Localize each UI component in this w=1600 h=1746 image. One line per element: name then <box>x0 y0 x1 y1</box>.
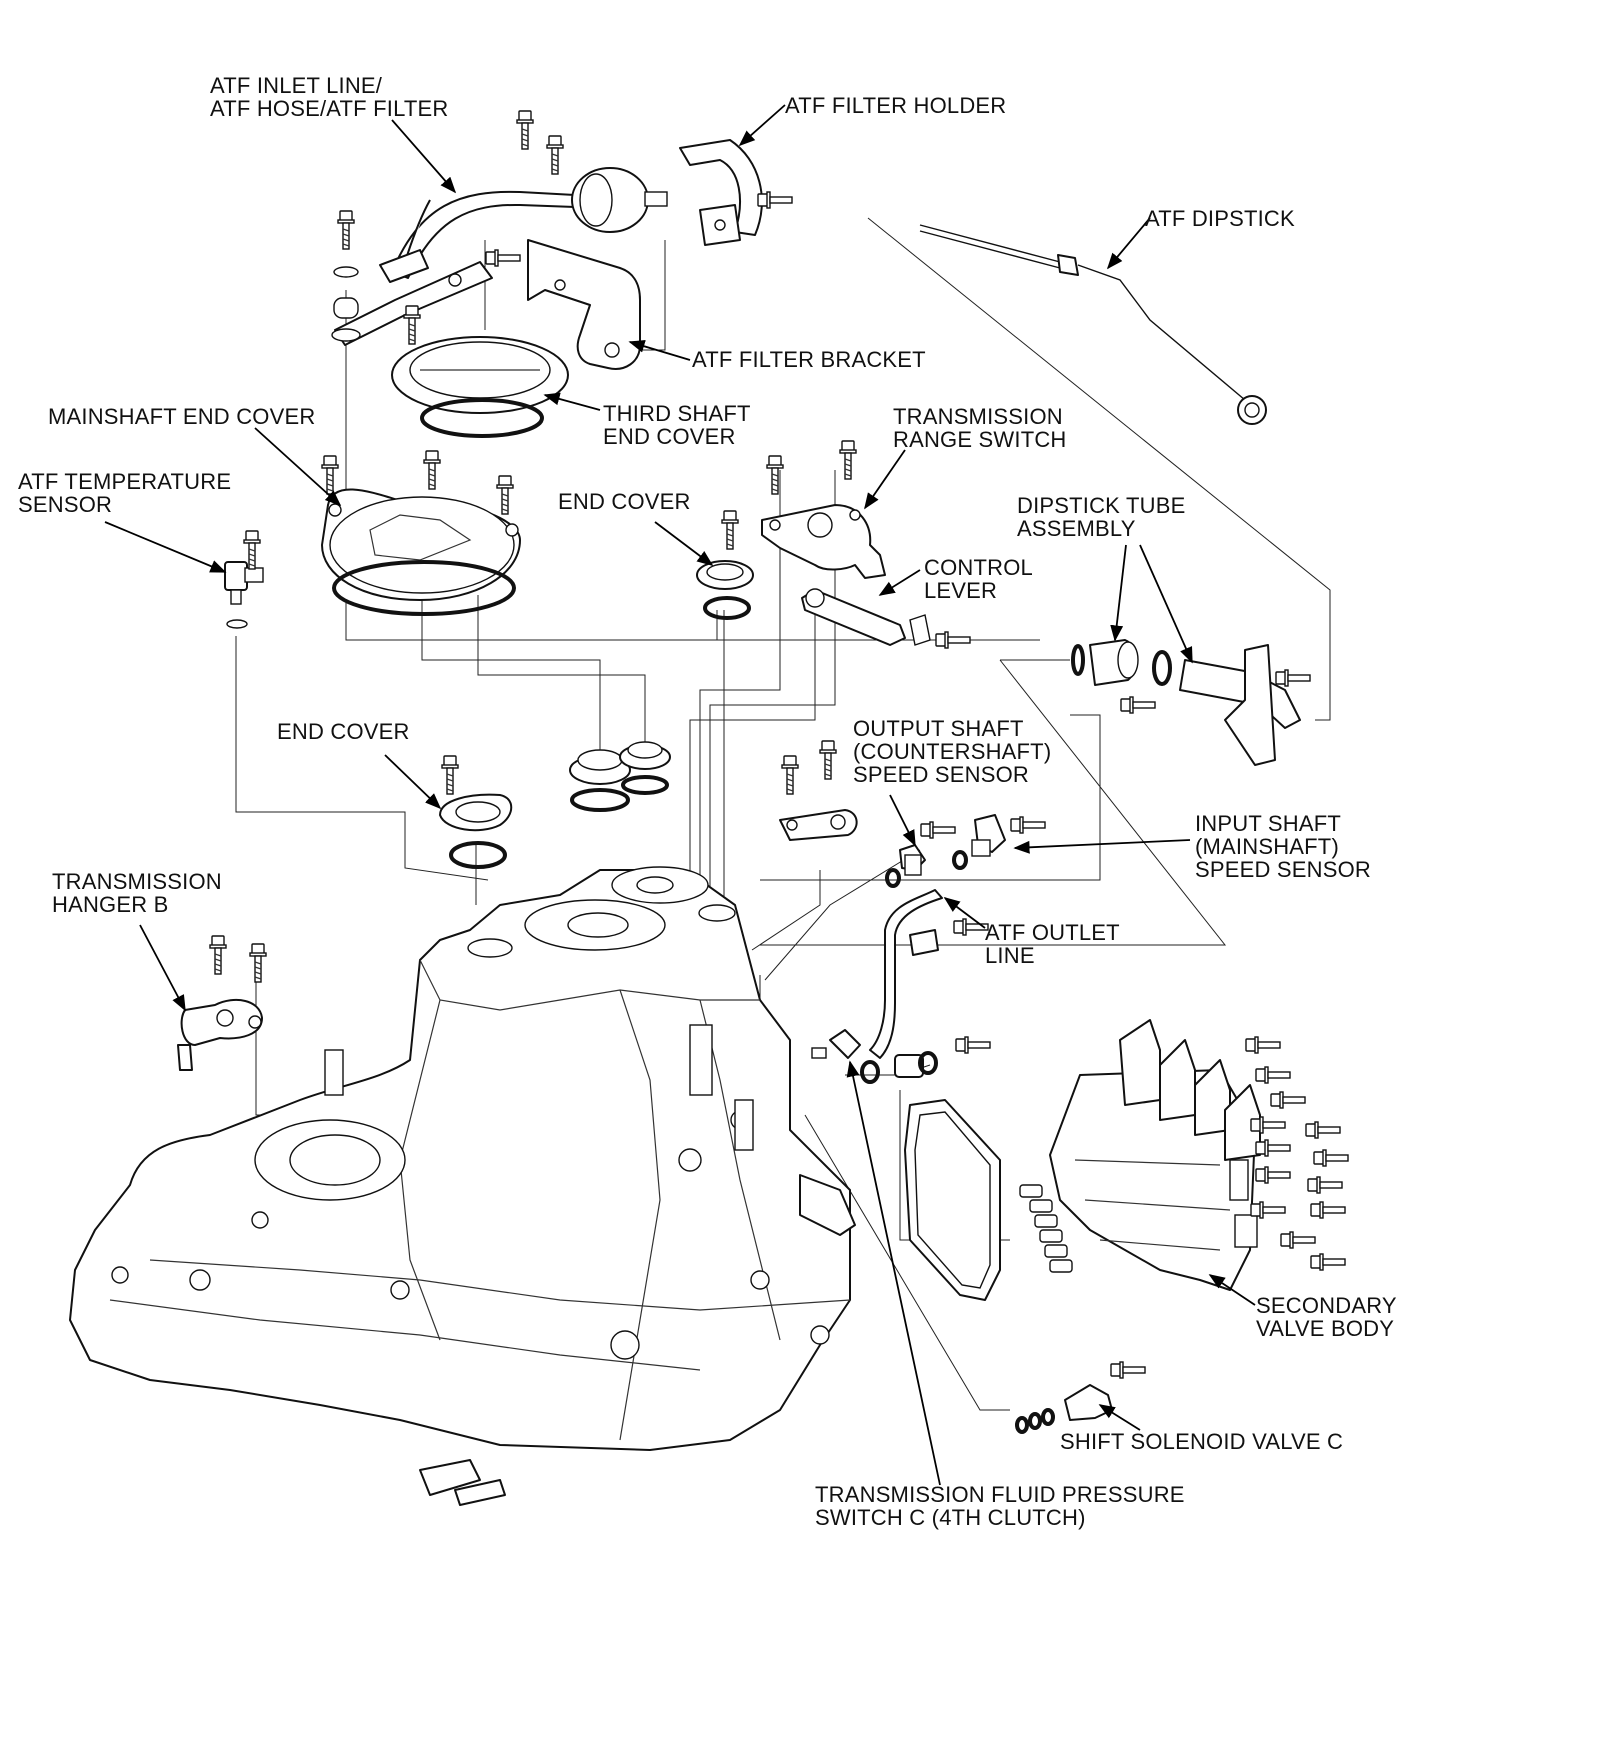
label-atf-filter-bracket: ATF FILTER BRACKET <box>692 347 926 372</box>
atf-filter-holder-part <box>679 139 763 246</box>
atf-inlet-line-part <box>334 167 668 346</box>
bolt-icon <box>819 740 837 780</box>
bolt-icon <box>1255 1066 1291 1084</box>
label-end-cover-upper: END COVER <box>558 489 691 514</box>
label-end-cover-lower: END COVER <box>277 719 410 744</box>
bolt-icon <box>1255 1139 1291 1157</box>
bolt-icon <box>1255 1166 1291 1184</box>
secondary-valve-body-part <box>1049 1019 1261 1291</box>
bolt-icon <box>757 191 793 209</box>
label-control-lever: CONTROL LEVER <box>924 555 1033 603</box>
atf-temperature-sensor-part <box>224 561 264 629</box>
bolt-icon <box>1313 1149 1349 1167</box>
bolt-icon <box>403 305 421 345</box>
bolt-icon <box>721 510 739 550</box>
bolt-icon <box>839 440 857 480</box>
shift-solenoid-valve-c-part <box>1015 1384 1113 1434</box>
label-atf-filter-holder: ATF FILTER HOLDER <box>785 93 1007 118</box>
label-atf-inlet-line: ATF INLET LINE/ ATF HOSE/ATF FILTER <box>210 73 449 121</box>
bolt-icon <box>1307 1176 1343 1194</box>
label-mainshaft-end-cover: MAINSHAFT END COVER <box>48 404 316 429</box>
sensor-plate <box>779 809 858 841</box>
atf-outlet-line-part <box>860 889 943 1084</box>
transmission-range-switch-part <box>761 504 886 579</box>
bolt-icon <box>496 475 514 515</box>
bolt-icon <box>423 450 441 490</box>
label-third-shaft-end-cover: THIRD SHAFT END COVER <box>603 401 751 449</box>
bolt-icon <box>1250 1116 1286 1134</box>
fluid-pressure-switch-c-part <box>811 1029 861 1059</box>
label-transmission-range-switch: TRANSMISSION RANGE SWITCH <box>893 404 1067 452</box>
dipstick-tube-assembly-part <box>1071 639 1301 766</box>
spacer-washers <box>331 266 361 342</box>
bolt-icon <box>1310 1253 1346 1271</box>
bolt-icon <box>1275 669 1311 687</box>
bolt-icon <box>441 755 459 795</box>
seal-rings <box>569 741 671 812</box>
third-shaft-end-cover-part <box>391 336 569 438</box>
bolt-icon <box>1280 1231 1316 1249</box>
bolt-icon <box>1310 1201 1346 1219</box>
gasket-part <box>904 1099 1001 1301</box>
label-input-shaft-speed-sensor: INPUT SHAFT (MAINSHAFT) SPEED SENSOR <box>1195 811 1372 882</box>
label-output-shaft-speed-sensor: OUTPUT SHAFT (COUNTERSHAFT) SPEED SENSOR <box>853 716 1052 787</box>
bolt-icon <box>1010 816 1046 834</box>
label-atf-outlet-line: ATF OUTLET LINE <box>985 920 1120 968</box>
label-secondary-valve-body: SECONDARY VALVE BODY <box>1256 1293 1397 1341</box>
bolt-icon <box>516 110 534 150</box>
bolt-icon <box>1110 1361 1146 1379</box>
label-transmission-hanger-b: TRANSMISSION HANGER B <box>52 869 222 917</box>
bolt-icon <box>1270 1091 1306 1109</box>
label-dipstick-tube-assembly: DIPSTICK TUBE ASSEMBLY <box>1017 493 1186 541</box>
bolt-icon <box>1120 696 1156 714</box>
control-lever-part <box>801 588 931 646</box>
bolt-icon <box>249 943 267 983</box>
transmission-hanger-b-part <box>177 998 263 1071</box>
bolt-icon <box>1305 1121 1341 1139</box>
bolt-icon <box>1245 1036 1281 1054</box>
bolt-icon <box>935 631 971 649</box>
label-atf-dipstick: ATF DIPSTICK <box>1145 206 1295 231</box>
bolt-icon <box>209 935 227 975</box>
end-cover-upper-part <box>696 560 754 620</box>
bolt-icon <box>1250 1201 1286 1219</box>
bolt-icon <box>321 455 339 495</box>
output-shaft-speed-sensor-part <box>885 844 926 888</box>
label-atf-temperature-sensor: ATF TEMPERATURE SENSOR <box>18 469 232 517</box>
mainshaft-end-cover-part <box>321 488 521 616</box>
atf-filter-bracket-part <box>527 239 641 370</box>
bolt-icon <box>955 1036 991 1054</box>
bolt-icon <box>781 755 799 795</box>
bolt-icon <box>766 455 784 495</box>
label-shift-solenoid-valve-c: SHIFT SOLENOID VALVE C <box>1060 1429 1344 1454</box>
atf-dipstick-part <box>919 224 1267 425</box>
leader-arrows <box>104 104 1256 1486</box>
transmission-housing-part <box>69 866 856 1506</box>
bolt-icon <box>920 821 956 839</box>
input-shaft-speed-sensor-part <box>952 814 1006 870</box>
end-cover-lower-part <box>439 793 513 869</box>
bolt-icon <box>337 210 355 250</box>
valve-body-filters <box>1019 1184 1073 1273</box>
bolt-icon <box>546 135 564 175</box>
label-fluid-pressure-switch-c: TRANSMISSION FLUID PRESSURE SWITCH C (4T… <box>815 1482 1185 1530</box>
bolt-icon <box>485 249 521 267</box>
